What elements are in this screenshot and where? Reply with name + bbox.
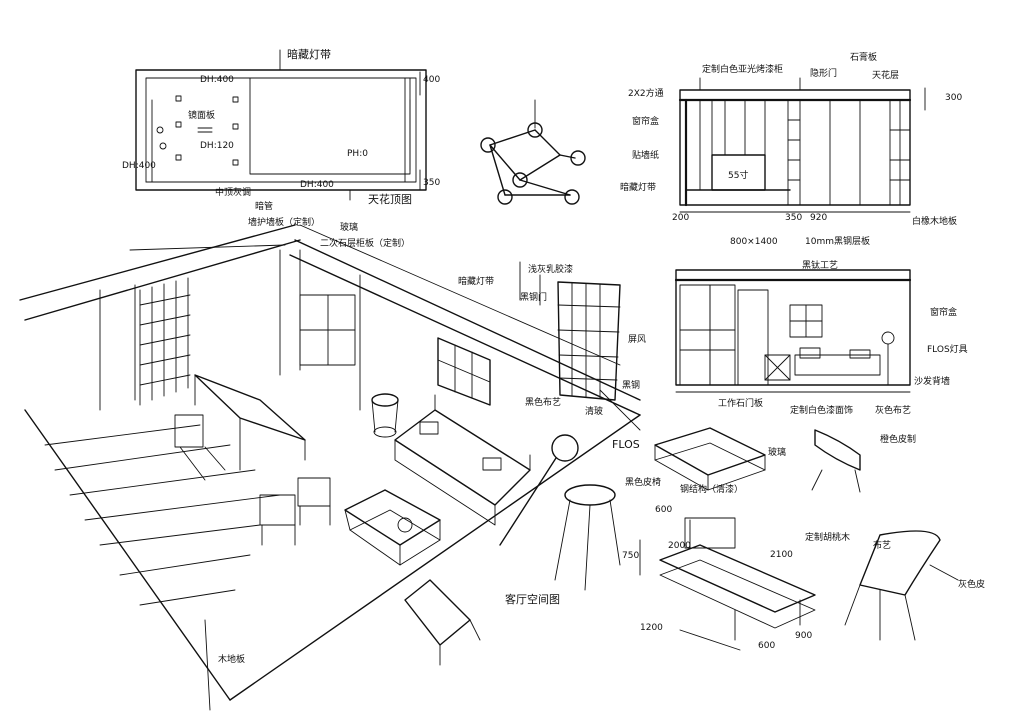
furniture-dim-4: 1200 (640, 623, 663, 633)
persp-black-steel-label: 黑钢门 (520, 291, 547, 303)
plan-ceiling-top: 中顶灰调 (215, 186, 251, 198)
elev2-curtain-label: 窗帘盒 (930, 306, 957, 318)
window-grid (437, 337, 491, 406)
coffee-table (344, 489, 441, 566)
dining-table (194, 374, 306, 471)
furniture-table-note: 玻璃 (768, 446, 786, 458)
plan-dh-mid: DH:120 (200, 141, 234, 151)
elev1-ceiling-label: 天花层 (872, 69, 899, 81)
elev2-sofa-label: 沙发背墙 (914, 375, 950, 387)
persp-black-label: 黑钢 (622, 379, 640, 391)
furniture-details: 玻璃 橙色皮制 灰色皮 定制胡桃木 钢结构（清漆） 2100 600 750 2… (622, 427, 985, 651)
elev1-cabinet-label: 定制白色亚光烤漆柜 (702, 63, 783, 75)
persp-wall-panel-label: 墙护墙板（定制） (248, 216, 320, 228)
furniture-chair1-label: 橙色皮制 (880, 433, 916, 445)
elev1-dim-b: 350 (785, 213, 802, 223)
furniture-table-label: 钢结构（清漆） (680, 483, 743, 495)
elev1-floor-label: 白橡木地板 (912, 215, 957, 227)
elev1-curtain-label: 窗帘盒 (632, 115, 659, 127)
plan-dim-right-top: 400 (423, 75, 440, 85)
persp-pipe-label: 暗管 (255, 200, 273, 212)
furniture-dim-1: 600 (655, 505, 672, 515)
desk-bench (639, 517, 816, 651)
plan-caption: 天花顶图 (368, 193, 412, 206)
elev1-hidden-light-label: 暗藏灯带 (620, 181, 656, 193)
persp-glass-label: 玻璃 (340, 221, 358, 233)
elev1-plaster-label: 石膏板 (850, 51, 877, 63)
persp-glass-clean-label: 清玻 (585, 405, 603, 417)
persp-lamp-label: FLOS (612, 438, 640, 451)
elev2-title: 黑钛工艺 (802, 259, 838, 271)
elev2-fabric-label: 定制白色漆面饰 (790, 404, 853, 416)
grid-screen-left (139, 277, 191, 406)
persp-caption: 客厅空间图 (505, 592, 560, 606)
elev1-dim-c: 920 (810, 213, 827, 223)
elev1-beam-label: 2X2方通 (628, 87, 664, 99)
bar-stool (554, 484, 621, 591)
persp-fabric-label: 黑色布艺 (525, 396, 561, 408)
furniture-dim-5: 600 (758, 641, 775, 651)
furniture-dim-2: 750 (622, 551, 639, 561)
persp-screen-label: 屏风 (628, 334, 646, 345)
elevation-tv-wall: 定制白色亚光烤漆柜 隐形门 石膏板 天花层 300 2X2方通 窗帘盒 贴墙纸 … (620, 51, 962, 247)
elev1-dim-d: 800×1400 (730, 237, 778, 247)
plan-ceiling-light-label: 暗藏灯带 (287, 47, 331, 61)
furniture-stool-dim: 2100 (770, 550, 793, 560)
elev2-cabinet-label: 工作石门板 (718, 397, 763, 409)
elev1-tv-label: 55寸 (728, 169, 748, 181)
elev2-accent-label: 灰色布艺 (875, 404, 911, 416)
persp-veneer-label: 浅灰乳胶漆 (528, 263, 573, 275)
furniture-dim-3: 2000 (668, 541, 691, 551)
pendant-lamp-sketch (480, 99, 586, 205)
furniture-dim-6: 900 (795, 631, 812, 641)
elev1-door-label: 隐形门 (810, 67, 837, 79)
elev1-dim-top: 300 (945, 93, 962, 103)
ceiling-plan: 暗藏灯带 DH:400 DH:400 镜面板 DH:120 PH:0 DH:40… (122, 47, 440, 206)
grid-screen-right (557, 281, 621, 401)
lounge-chair-bottom (404, 579, 481, 666)
elev2-lamp-label: FLOS灯具 (927, 344, 968, 355)
sofa (394, 394, 531, 526)
plan-dh-bottom: DH:400 (300, 180, 334, 190)
elev1-wall-label: 贴墙纸 (632, 149, 659, 161)
plan-ph: PH:0 (347, 149, 368, 159)
elevation-sofa-wall: 黑钛工艺 窗帘盒 FLOS灯具 沙发背墙 工作石门板 定制白色漆面饰 灰色布艺 (674, 259, 968, 416)
plan-dh-top: DH:400 (200, 75, 234, 85)
plan-dim-right-bottom: 350 (423, 178, 440, 188)
elev1-dim-a: 200 (672, 213, 689, 223)
elev1-steel-label: 10mm黑钢层板 (805, 235, 870, 247)
furniture-desk-label: 定制胡桃木 (805, 531, 850, 543)
furniture-tag: 布艺 (873, 539, 891, 551)
furniture-chair2-label: 灰色皮 (958, 578, 985, 590)
persp-cabinet-label: 二次石层柜板（定制） (320, 237, 410, 249)
persp-stool-label: 黑色皮椅 (625, 476, 661, 488)
plan-dh-left: DH:400 (122, 161, 156, 171)
lounge-chair-orange (811, 429, 861, 493)
living-room-perspective: 暗管 墙护墙板（定制） 玻璃 二次石层柜板（定制） 暗藏灯带 浅灰乳胶漆 黑钢门… (19, 200, 661, 711)
side-chair-grey (844, 530, 941, 641)
plan-mirror-label: 镜面板 (188, 109, 215, 121)
persp-floor-label: 木地板 (218, 653, 245, 665)
persp-light-strip-label: 暗藏灯带 (458, 275, 494, 287)
